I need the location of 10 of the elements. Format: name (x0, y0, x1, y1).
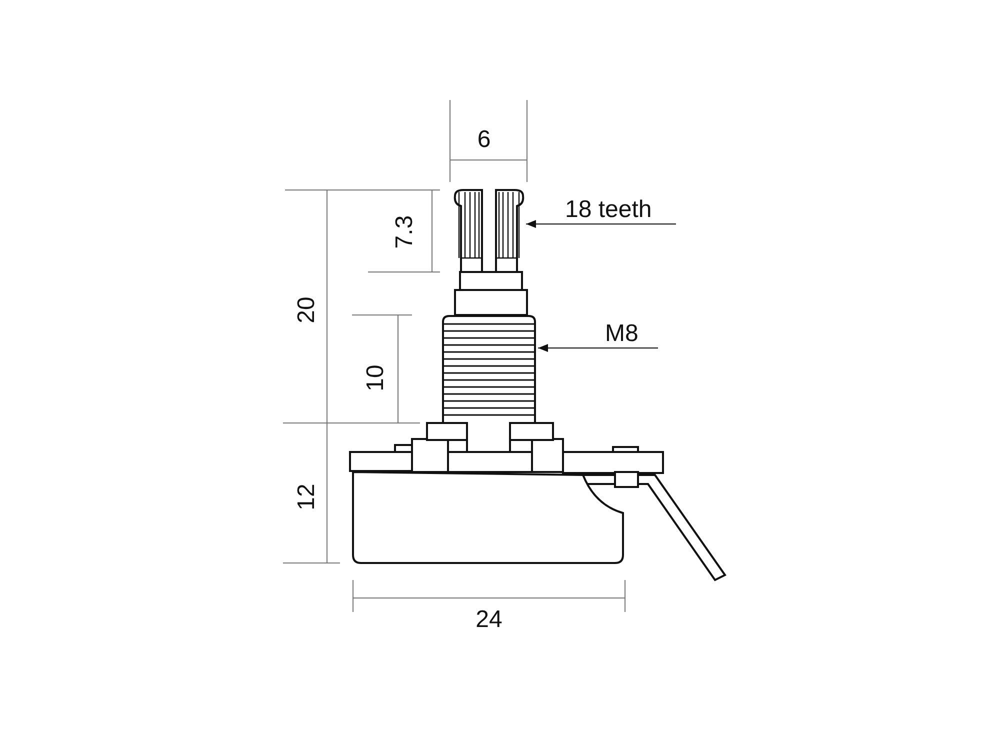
leader-line (538, 344, 658, 352)
dimension-value: 20 (295, 296, 319, 324)
part-label: 18 teeth (565, 198, 652, 222)
dimension-value: 12 (295, 484, 319, 510)
leader-line (526, 220, 676, 228)
dimension-value: 24 (476, 608, 502, 632)
dimension-value: 6 (477, 128, 491, 152)
part-label: M8 (605, 322, 638, 346)
dimension-value: 7.3 (393, 215, 417, 249)
dimension-value: 10 (364, 364, 388, 392)
